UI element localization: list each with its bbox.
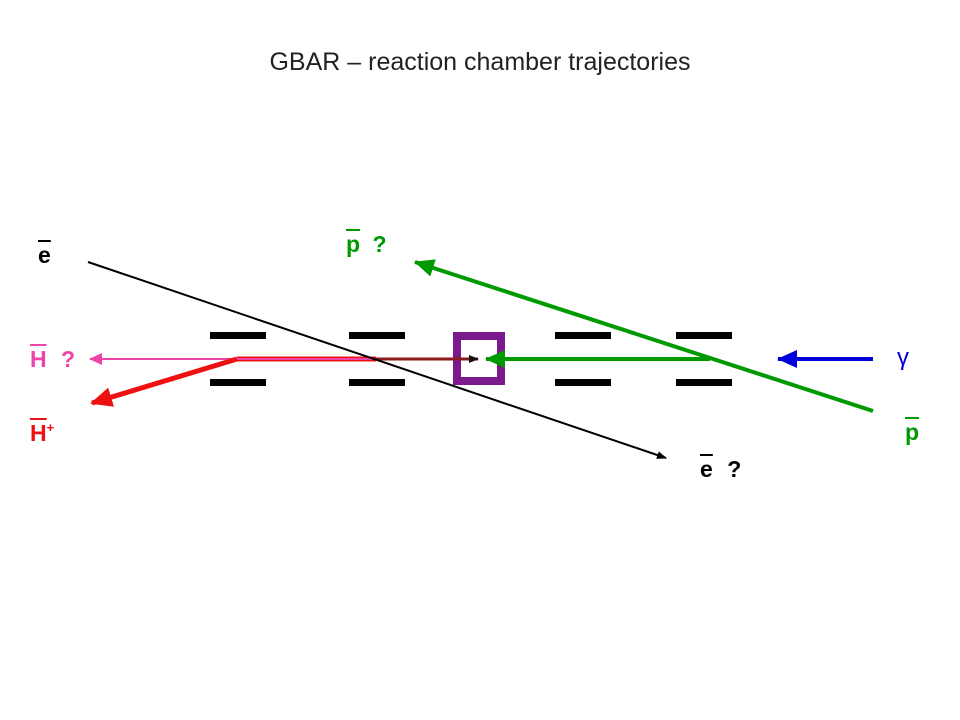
antihydrogen-label: H ? [30,348,75,371]
electrodes-top [210,332,732,339]
electron-trajectory [87,261,667,459]
electron-symbol: e [700,456,713,482]
gamma-label: γ [897,346,909,370]
electrode [555,379,611,386]
electrode [676,379,732,386]
antihydrogen-symbol: H [30,346,47,372]
electrodes-bottom [210,379,732,386]
electron-in-label: e [38,244,51,267]
antihydrogen-ion-label: H+ [30,421,54,445]
electrode [349,332,405,339]
unknown-marker: ? [372,231,387,257]
antiproton-trajectory [414,259,874,413]
unknown-marker: ? [727,456,742,482]
antihydrogen-ion-symbol: H [30,420,47,446]
electrode [210,332,266,339]
antiproton-in-label: p [905,421,919,444]
antiproton-out-label: p ? [346,233,387,256]
electrode [349,379,405,386]
unknown-marker: ? [61,346,76,372]
electrode [676,332,732,339]
antiproton-symbol: p [905,419,920,445]
electrode [555,332,611,339]
antihydrogen-ion-trajectory [90,356,238,407]
charge-superscript: + [46,420,55,435]
gamma-symbol: γ [897,344,909,371]
antiproton-symbol: p [346,231,361,257]
electron-out-label: e ? [700,458,741,481]
electrode [210,379,266,386]
electron-symbol: e [38,242,51,268]
page-title: GBAR – reaction chamber trajectories [269,48,691,76]
